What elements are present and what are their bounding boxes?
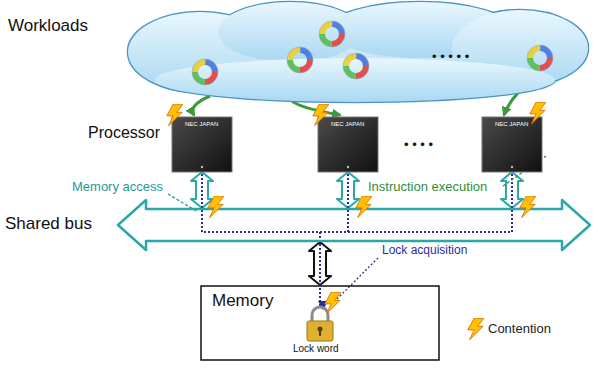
- workload-icon: [322, 24, 342, 44]
- contention-symbol: [520, 196, 536, 218]
- workload-icon: [527, 45, 553, 71]
- workload-icon: [319, 21, 345, 47]
- node-text: NEC JAPAN: [185, 121, 218, 128]
- workload-icon: [530, 48, 550, 68]
- processor-chip: NEC JAPAN: [172, 117, 232, 172]
- callout-label: Instruction execution: [368, 180, 487, 195]
- workload-icon: [530, 48, 550, 68]
- chip-body: [318, 117, 378, 172]
- workload-icon: [290, 50, 310, 70]
- leader-line: [336, 258, 378, 300]
- workload-icon: [530, 48, 550, 68]
- workload-icon: [290, 50, 310, 70]
- workload-icon: [322, 24, 342, 44]
- workload-icon: [290, 50, 310, 70]
- memory-outline: [201, 286, 439, 360]
- workload-icon: [346, 56, 366, 76]
- workload-icon: [322, 24, 342, 44]
- workload-icon: [343, 53, 369, 79]
- chip-body: [172, 117, 232, 172]
- part-label: Processor: [88, 124, 160, 142]
- chip-dot: [201, 166, 203, 168]
- shared-bus: Shared bus: [118, 200, 590, 250]
- legend-symbol: [468, 318, 484, 340]
- workload-icon: [346, 56, 366, 76]
- contention-symbol: [208, 196, 224, 218]
- cloud-outline: [120, 0, 590, 108]
- workload-icon: [195, 62, 215, 82]
- workload-icon: [290, 50, 310, 70]
- lock-path: [202, 174, 512, 232]
- cloud-fill: [155, 58, 555, 102]
- workload-icon: [195, 62, 215, 82]
- callout-label: Lock acquisition: [382, 244, 467, 258]
- workload-icon: [195, 62, 215, 82]
- callout-label: Memory access: [72, 180, 163, 195]
- chip-dot: [511, 166, 513, 168]
- workload-icon: [346, 56, 366, 76]
- lock-icon: [307, 307, 333, 341]
- chip-body: [482, 117, 542, 172]
- processor-chip: NEC JAPAN: [482, 117, 542, 172]
- bus-outline: [118, 200, 590, 250]
- workload-icon: [346, 56, 366, 76]
- node-text: Shared bus: [5, 214, 92, 234]
- ellipsis: • • • • •: [432, 50, 469, 65]
- access-arrow: [309, 242, 331, 285]
- node-text: Memory: [212, 291, 273, 311]
- legend-text: Contention: [488, 322, 551, 337]
- access-arrow: [191, 172, 213, 208]
- contention-symbol: [356, 196, 372, 218]
- bus-arrow: [118, 200, 590, 250]
- cloud-edge: [155, 58, 555, 102]
- workload-icon: [530, 48, 550, 68]
- lock-path: [319, 232, 321, 306]
- contention-symbol: [325, 292, 341, 314]
- workload-icon: [287, 47, 313, 73]
- processor-chip: NEC JAPAN: [318, 117, 378, 172]
- workload-cloud: Workloads: [120, 0, 590, 108]
- access-arrow: [501, 172, 523, 208]
- ellipsis: • • • •: [404, 138, 433, 153]
- access-arrow: [337, 172, 359, 208]
- part-label: Lock word: [293, 343, 339, 355]
- node-text: Workloads: [8, 16, 88, 36]
- dispatch-arrow: [193, 96, 210, 115]
- workload-icon: [192, 59, 218, 85]
- workload-icon: [195, 62, 215, 82]
- chip-dot: [347, 166, 349, 168]
- node-text: NEC JAPAN: [331, 121, 364, 128]
- workload-icon: [322, 24, 342, 44]
- node-text: NEC JAPAN: [495, 121, 528, 128]
